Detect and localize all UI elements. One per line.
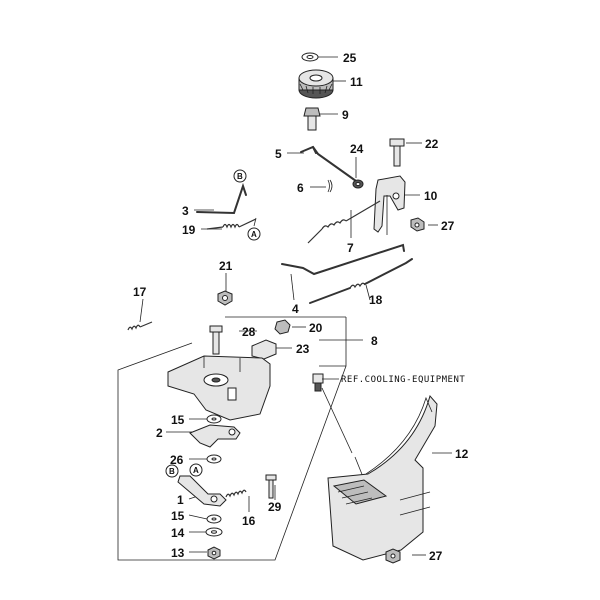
label-part-11: 11	[350, 75, 363, 89]
part-15a-washer	[206, 414, 222, 424]
part-2-throttle-lever	[189, 424, 241, 448]
part-10-governor-arm	[373, 175, 406, 235]
label-part-3: 3	[182, 204, 189, 218]
part-11-governor-gear	[298, 69, 334, 99]
part-5-governor-shaft	[300, 145, 357, 182]
part-23-clamp	[251, 339, 277, 360]
label-part-20: 20	[309, 321, 323, 335]
label-part-6: 6	[297, 181, 304, 195]
label-part-28: 28	[242, 325, 256, 339]
label-part-13: 13	[171, 546, 185, 560]
label-part-19: 19	[182, 223, 196, 237]
label-part-7: 7	[347, 241, 354, 255]
part-22-bolt	[389, 138, 405, 167]
label-part-26: 26	[170, 453, 184, 467]
label-part-9: 9	[342, 108, 349, 122]
part-15b-washer	[206, 514, 222, 524]
label-part-4: 4	[292, 302, 299, 316]
label-part-24: 24	[350, 142, 364, 156]
part-25-washer	[301, 52, 319, 62]
label-part-1: 1	[177, 493, 184, 507]
part-16-spring	[225, 489, 247, 498]
label-part-25: 25	[343, 51, 357, 65]
part-27a-nut	[410, 217, 425, 232]
part-9-governor-sleeve	[303, 107, 321, 131]
svg-text:B: B	[237, 172, 243, 181]
label-part-29: 29	[268, 500, 282, 514]
part-27b-nut	[385, 548, 401, 564]
label-part-10: 10	[424, 189, 438, 203]
label-part-16: 16	[242, 514, 256, 528]
callout-b-top: B	[233, 169, 247, 183]
svg-text:A: A	[193, 466, 199, 475]
label-part-15b: 15	[171, 509, 185, 523]
part-13-nut	[207, 546, 221, 560]
callout-b-bottom: B	[165, 464, 179, 478]
part-21-bolt	[217, 290, 233, 306]
part-labels: 25 11 9 5 24 22 6 10 27 7 3 19 21 4 18 1…	[133, 51, 469, 563]
part-29-screw	[265, 474, 277, 499]
label-part-21: 21	[219, 259, 233, 273]
label-part-5: 5	[275, 147, 282, 161]
label-part-27a: 27	[441, 219, 455, 233]
callout-a-top: A	[247, 227, 261, 241]
label-part-2: 2	[156, 426, 163, 440]
part-12-air-guide	[327, 394, 438, 561]
part-1-control-lever	[177, 475, 227, 507]
part-28-screw	[209, 325, 223, 355]
svg-text:A: A	[251, 230, 257, 239]
part-26-washer	[206, 454, 222, 464]
part-17-spring	[127, 321, 153, 331]
label-part-14: 14	[171, 526, 185, 540]
label-part-15a: 15	[171, 413, 185, 427]
callout-a-bottom: A	[189, 463, 203, 477]
part-4-throttle-rod	[281, 243, 405, 276]
part-6-pin	[327, 179, 333, 193]
reference-note: REF.COOLING-EQUIPMENT	[341, 375, 465, 385]
part-19-spring-a	[206, 218, 257, 230]
part-3-link-b	[196, 182, 247, 215]
label-part-17: 17	[133, 285, 147, 299]
part-7-governor-spring	[307, 200, 381, 244]
part-14-washer	[205, 527, 223, 537]
part-18-choke-rod	[309, 258, 413, 304]
svg-text:B: B	[169, 467, 175, 476]
label-part-23: 23	[296, 342, 310, 356]
label-part-12: 12	[455, 447, 469, 461]
label-part-8: 8	[371, 334, 378, 348]
part-8-control-bracket	[167, 355, 271, 421]
label-part-22: 22	[425, 137, 439, 151]
part-20-screw	[274, 319, 291, 335]
label-part-27b: 27	[429, 549, 443, 563]
part-24-washer	[352, 179, 364, 189]
ref-cooling-screw	[312, 373, 324, 392]
label-part-18: 18	[369, 293, 383, 307]
